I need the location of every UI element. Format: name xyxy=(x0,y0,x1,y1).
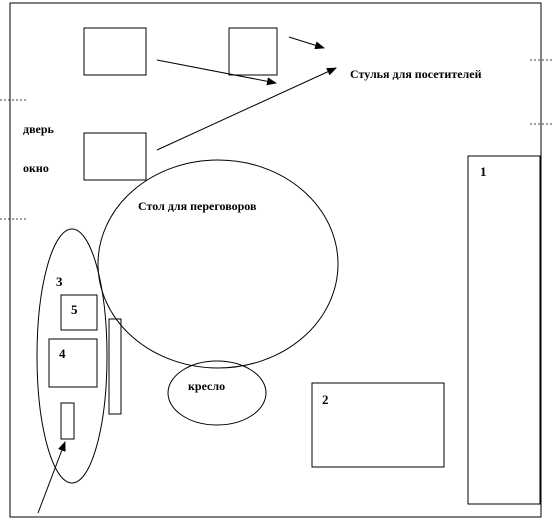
item-1-label: 1 xyxy=(480,164,487,179)
door-label: дверь xyxy=(23,122,55,136)
visitor-chair-2 xyxy=(228,27,278,76)
item-1-box xyxy=(467,155,541,505)
item-5-label: 5 xyxy=(71,302,78,317)
visitor-chair-3 xyxy=(83,132,147,181)
item-2-label: 2 xyxy=(322,392,329,407)
item-5-box xyxy=(60,294,98,331)
arrow-chair1-to-chair2 xyxy=(156,59,277,86)
arrow-to-cabinet-item xyxy=(37,441,66,514)
arrow-chair3-to-label xyxy=(156,67,337,151)
window-label: окно xyxy=(23,161,49,175)
visitor-chairs-label: Стулья для посетителей xyxy=(350,67,482,81)
armchair xyxy=(167,360,267,426)
item-2-box xyxy=(311,382,445,468)
cabinet-zone-3 xyxy=(36,228,108,484)
meeting-table xyxy=(97,159,339,369)
small-cabinet-item xyxy=(60,402,75,440)
meeting-table-label: Стол для переговоров xyxy=(138,199,257,213)
narrow-shelf xyxy=(108,318,122,415)
arrow-chair2-to-label xyxy=(288,36,325,50)
item-3-label: 3 xyxy=(56,274,63,289)
item-4-box xyxy=(48,338,98,388)
visitor-chair-1 xyxy=(83,27,147,76)
armchair-label: кресло xyxy=(188,379,225,393)
item-4-label: 4 xyxy=(59,346,66,361)
room-outline xyxy=(9,2,542,518)
